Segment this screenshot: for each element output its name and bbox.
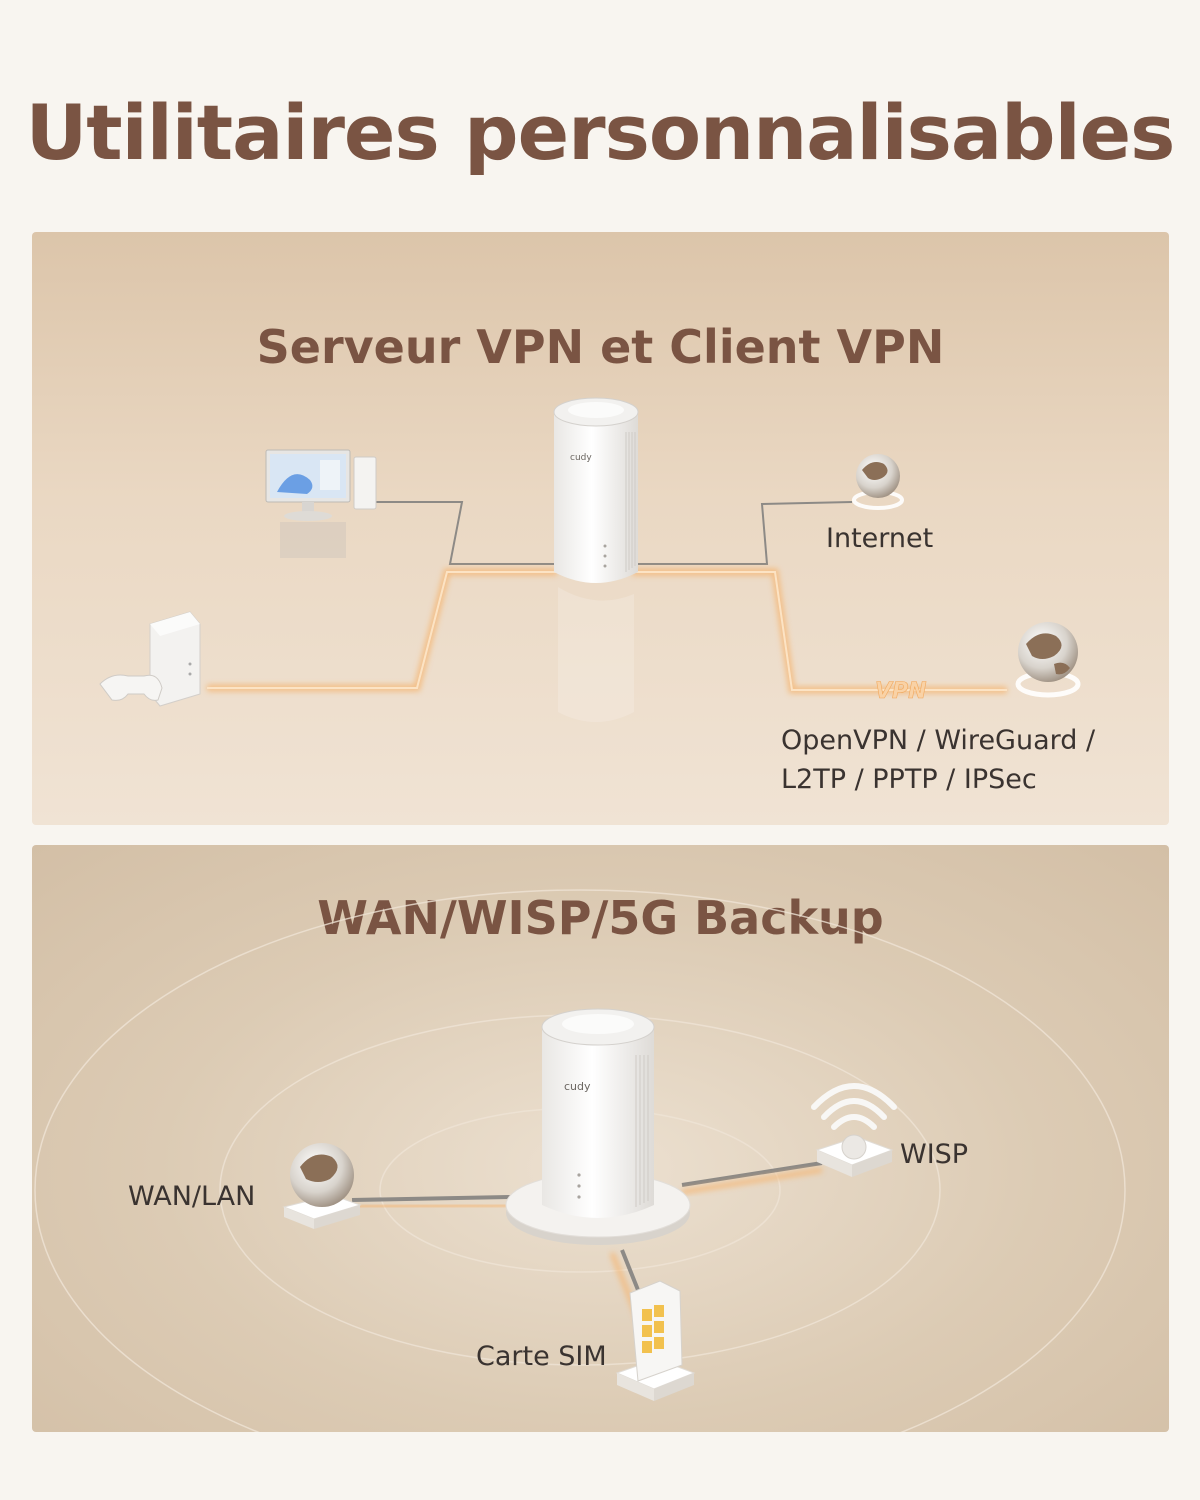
vpn-panel-title: Serveur VPN et Client VPN <box>256 320 945 374</box>
backup-panel-title: WAN/WISP/5G Backup <box>317 891 884 945</box>
router-brand-label: cudy <box>564 1080 591 1093</box>
router-device <box>541 1008 655 1218</box>
sim-card-label: Carte SIM <box>476 1341 607 1372</box>
sim-card-icon <box>615 1280 696 1401</box>
vpn-protocols-line2: L2TP / PPTP / IPSec <box>781 764 1037 795</box>
wan-globe-icon <box>282 1143 362 1229</box>
router-brand-label: cudy <box>570 453 592 463</box>
wisp-wifi-icon <box>811 1083 897 1177</box>
vpn-protocols-line1: OpenVPN / WireGuard / <box>781 725 1096 756</box>
glow-cable <box>207 568 1007 694</box>
router-device <box>553 397 639 722</box>
page-title: Utilitaires personnalisables <box>25 88 1176 177</box>
grey-cable <box>372 501 853 565</box>
backup-cables <box>351 1161 823 1324</box>
wan-lan-label: WAN/LAN <box>128 1181 256 1212</box>
internet-label: Internet <box>826 523 934 554</box>
vpn-diagram: cudy <box>99 397 1081 722</box>
game-console-icon <box>99 611 201 707</box>
internet-globe-icon <box>852 454 904 510</box>
vpn-tag: VPN <box>875 679 927 704</box>
desktop-computer-icon <box>265 449 377 558</box>
vpn-panel: Serveur VPN et Client VPN <box>32 232 1169 825</box>
backup-panel: WAN/WISP/5G Backup <box>32 845 1169 1432</box>
vpn-globe-icon <box>1015 622 1081 698</box>
backup-diagram: cudy <box>34 889 1126 1432</box>
wisp-label: WISP <box>900 1139 969 1170</box>
